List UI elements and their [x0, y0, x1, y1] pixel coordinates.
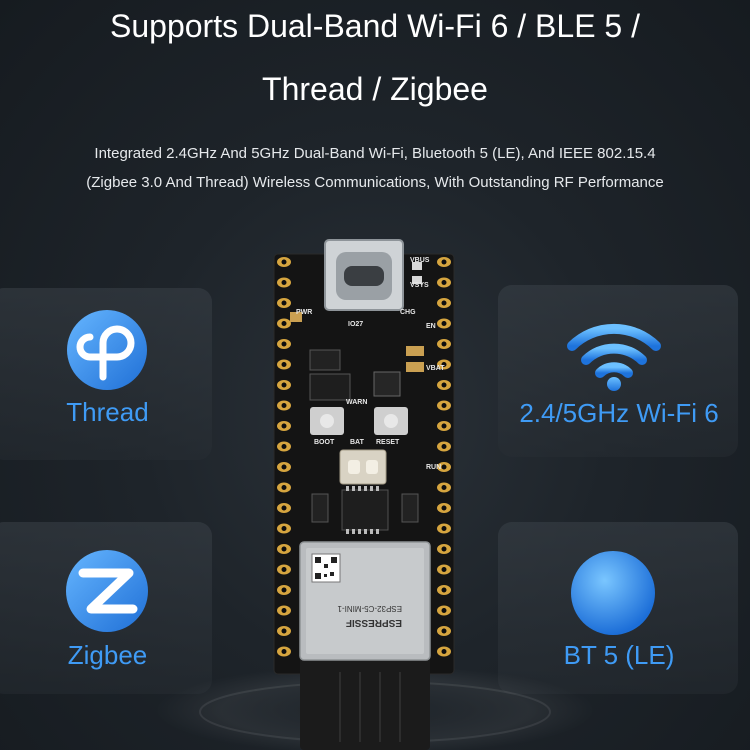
pin-hole — [441, 321, 447, 326]
pin-hole — [441, 403, 447, 408]
silk-io27: IO27 — [348, 321, 363, 328]
pin-hole — [281, 587, 287, 593]
silk-run: RUN — [426, 464, 441, 471]
pin-hole — [281, 526, 287, 531]
bluetooth-icon — [571, 551, 655, 635]
pin-hole — [281, 382, 287, 388]
pin-hole — [441, 464, 447, 470]
silk-pwr: PWR — [296, 309, 312, 316]
silk-reset: RESET — [376, 439, 400, 446]
wifi-label: 2.4/5GHz Wi-Fi 6 — [519, 398, 719, 428]
pin-hole — [281, 505, 287, 511]
pin-hole — [441, 259, 447, 265]
pin-hole — [441, 649, 447, 654]
silk-bat: BAT — [350, 439, 365, 446]
pin-hole — [441, 382, 447, 388]
thread-label: Thread — [66, 397, 149, 427]
description-line-1: Integrated 2.4GHz And 5GHz Dual-Band Wi-… — [94, 145, 656, 162]
ic-chip — [341, 489, 389, 531]
pin-hole — [441, 362, 447, 367]
headline-line-1: Supports Dual-Band Wi-Fi 6 / BLE 5 / — [110, 8, 640, 44]
pin-hole — [281, 259, 287, 265]
pin-hole — [281, 608, 287, 613]
silk-en: EN — [426, 323, 436, 330]
pin-hole — [441, 423, 447, 429]
pin-hole — [441, 546, 447, 552]
pin-hole — [281, 649, 287, 654]
silk-chg: CHG — [400, 309, 416, 316]
pin-hole — [441, 526, 447, 531]
pin-hole — [281, 300, 287, 306]
pin-hole — [281, 444, 287, 449]
pin-hole — [281, 464, 287, 470]
silk-vbat: VBAT — [426, 365, 445, 372]
pin-hole — [281, 321, 287, 326]
bluetooth-label: BT 5 (LE) — [563, 640, 675, 670]
module-model: ESP32-C5-MINI-1 — [337, 604, 402, 613]
silk-vsys: VSYS — [410, 282, 429, 289]
pin-hole — [281, 341, 287, 347]
pin-hole — [441, 587, 447, 593]
pin-hole — [441, 300, 447, 306]
pin-hole — [281, 628, 287, 634]
headline-line-2: Thread / Zigbee — [262, 71, 488, 107]
wifi-icon — [567, 323, 661, 391]
zigbee-label: Zigbee — [67, 640, 148, 670]
pin-hole — [281, 280, 287, 285]
pin-hole — [281, 485, 287, 490]
pin-hole — [441, 485, 447, 490]
pin-pads — [277, 257, 451, 657]
pin-hole — [441, 628, 447, 634]
pin-hole — [281, 546, 287, 552]
pin-hole — [281, 403, 287, 408]
description-line-2: (Zigbee 3.0 And Thread) Wireless Communi… — [86, 174, 664, 191]
pin-hole — [281, 423, 287, 429]
pin-hole — [441, 608, 447, 613]
silk-vbus: VBUS — [410, 257, 430, 264]
silk-warn: WARN — [346, 399, 367, 406]
pin-hole — [281, 567, 287, 572]
battery-connector — [339, 449, 387, 485]
zigbee-icon — [66, 550, 148, 632]
dev-board: PWR CHG IO27 EN VBAT WARN BOOT BAT RESET… — [273, 239, 455, 750]
pin-hole — [441, 505, 447, 511]
pin-hole — [441, 341, 447, 347]
thread-icon — [67, 310, 147, 390]
pin-hole — [281, 362, 287, 367]
pin-hole — [441, 444, 447, 449]
pin-hole — [441, 280, 447, 285]
silk-boot: BOOT — [314, 439, 335, 446]
module-brand: ESPRESSIF — [346, 617, 402, 628]
pin-hole — [441, 567, 447, 572]
